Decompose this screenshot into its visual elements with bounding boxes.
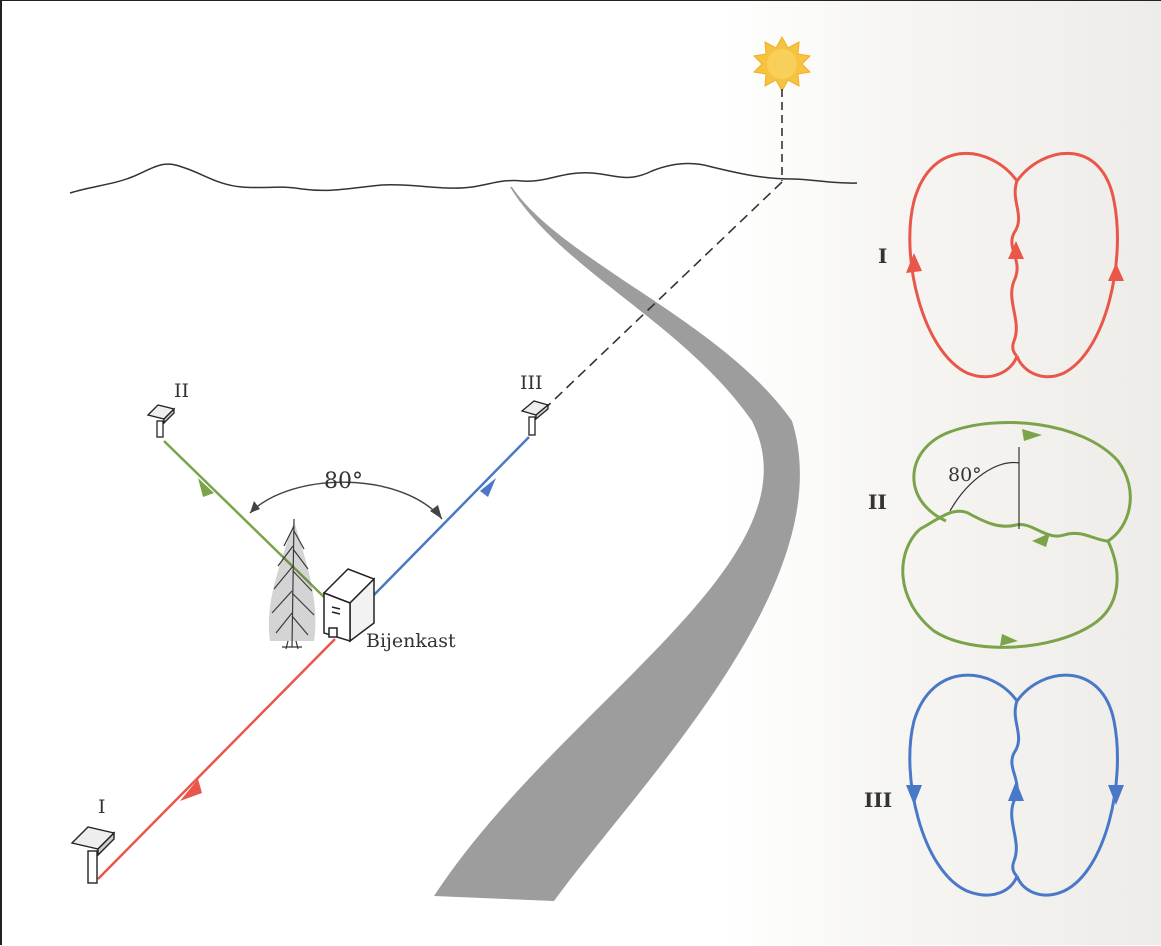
horizon-line <box>69 162 858 194</box>
dance-i <box>906 152 1124 379</box>
green-flight-line <box>163 440 325 598</box>
blue-flight-line <box>369 436 530 600</box>
angle-label: 80° <box>324 469 363 494</box>
dance-ii <box>901 420 1132 649</box>
feeder-iii-icon <box>520 400 550 436</box>
dance-ii-angle-arc <box>949 461 1020 512</box>
dance-i-label: I <box>878 244 887 268</box>
beehive-label: Bijenkast <box>366 630 456 652</box>
feeder-iii-label: III <box>520 372 543 394</box>
blue-arrowhead <box>480 478 496 497</box>
sun-bearing-dashed-line <box>533 181 783 420</box>
feeder-ii-label: II <box>174 380 189 402</box>
sun-icon <box>752 35 812 93</box>
green-arrowhead <box>198 478 214 497</box>
tree-icon <box>268 518 316 650</box>
red-flight-line <box>97 638 336 880</box>
angle-arc <box>249 481 443 520</box>
feeder-i-icon <box>70 826 116 884</box>
beehive-icon <box>322 568 376 643</box>
dance-ii-angle-label: 80° <box>948 464 982 486</box>
dance-iii <box>906 673 1124 897</box>
feeder-ii-icon <box>146 404 176 438</box>
dance-iii-label: III <box>864 788 892 812</box>
dance-ii-label: II <box>868 490 887 514</box>
road <box>434 187 800 901</box>
feeder-i-label: I <box>98 796 106 818</box>
red-arrowhead <box>180 779 202 801</box>
